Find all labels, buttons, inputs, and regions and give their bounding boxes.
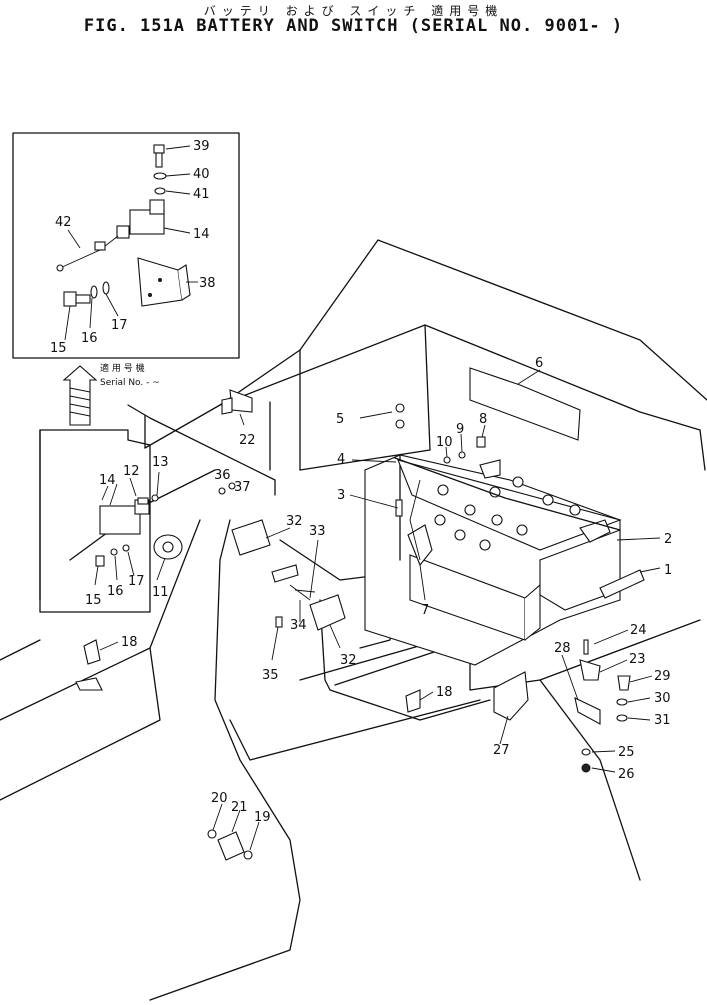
callout-11: 11 [152, 585, 169, 600]
callout-2: 2 [664, 532, 672, 547]
callout-35: 35 [262, 668, 279, 683]
callout-28: 28 [554, 641, 571, 656]
callout-16: 16 [107, 584, 124, 599]
callout-29: 29 [654, 669, 671, 684]
callout-18-left: 18 [121, 635, 138, 650]
callout-21: 21 [231, 800, 248, 815]
callout-8: 8 [479, 412, 487, 427]
figure-title-japanese: バッテリ および スイッチ 適用号機 [203, 4, 504, 18]
callout-36: 36 [214, 468, 231, 483]
callout-5: 5 [336, 412, 344, 427]
leader-lines [94, 369, 661, 851]
callout-7: 7 [421, 603, 429, 618]
callout-24: 24 [630, 623, 647, 638]
figure-title: FIG. 151A BATTERY AND SWITCH (SERIAL NO.… [83, 16, 624, 36]
callout-labels: 39 40 41 42 14 38 17 16 15 6 5 8 9 10 4 … [50, 139, 672, 825]
lower-inset-frame [39, 429, 159, 613]
callout-32-lower: 32 [340, 653, 357, 668]
callout-3: 3 [337, 488, 345, 503]
callout-27: 27 [493, 743, 510, 758]
inset-detail-box [12, 132, 240, 359]
callout-17: 17 [128, 574, 145, 589]
callout-18-right: 18 [436, 685, 453, 700]
callout-14-inset: 14 [193, 227, 210, 242]
callout-22: 22 [239, 433, 256, 448]
callout-6: 6 [535, 356, 543, 371]
bracket-assembly-right [493, 639, 631, 773]
callout-37: 37 [234, 480, 251, 495]
serial-label-en: Serial No. - ~ [100, 378, 160, 388]
callout-1: 1 [664, 563, 672, 578]
callout-32-upper: 32 [286, 514, 303, 529]
switch-parts-center [153, 482, 346, 631]
callout-15-inset: 15 [50, 341, 67, 356]
callout-33: 33 [309, 524, 326, 539]
callout-39: 39 [193, 139, 210, 154]
callout-13: 13 [152, 455, 169, 470]
serial-arrow: 適 用 号 機 Serial No. - ~ [62, 362, 160, 426]
callout-42: 42 [55, 215, 72, 230]
callout-16-inset: 16 [81, 331, 98, 346]
clamp-parts-18 [75, 639, 421, 713]
callout-14: 14 [99, 473, 116, 488]
serial-label-jp: 適 用 号 機 [100, 362, 145, 374]
machine-body-outline [0, 239, 707, 1001]
battery-assembly [364, 367, 645, 666]
callout-19: 19 [254, 810, 271, 825]
callout-40: 40 [193, 167, 210, 182]
callout-30: 30 [654, 691, 671, 706]
callout-25: 25 [618, 745, 635, 760]
callout-12: 12 [123, 464, 140, 479]
callout-9: 9 [456, 422, 464, 437]
callout-15: 15 [85, 593, 102, 608]
callout-41: 41 [193, 187, 210, 202]
callout-10: 10 [436, 435, 453, 450]
connector-parts [207, 829, 253, 861]
callout-34: 34 [290, 618, 307, 633]
callout-4: 4 [337, 452, 345, 467]
callout-23: 23 [629, 652, 646, 667]
callout-17-inset: 17 [111, 318, 128, 333]
callout-26: 26 [618, 767, 635, 782]
callout-31: 31 [654, 713, 671, 728]
callout-20: 20 [211, 791, 228, 806]
callout-38: 38 [199, 276, 216, 291]
bracket-22 [221, 389, 253, 415]
